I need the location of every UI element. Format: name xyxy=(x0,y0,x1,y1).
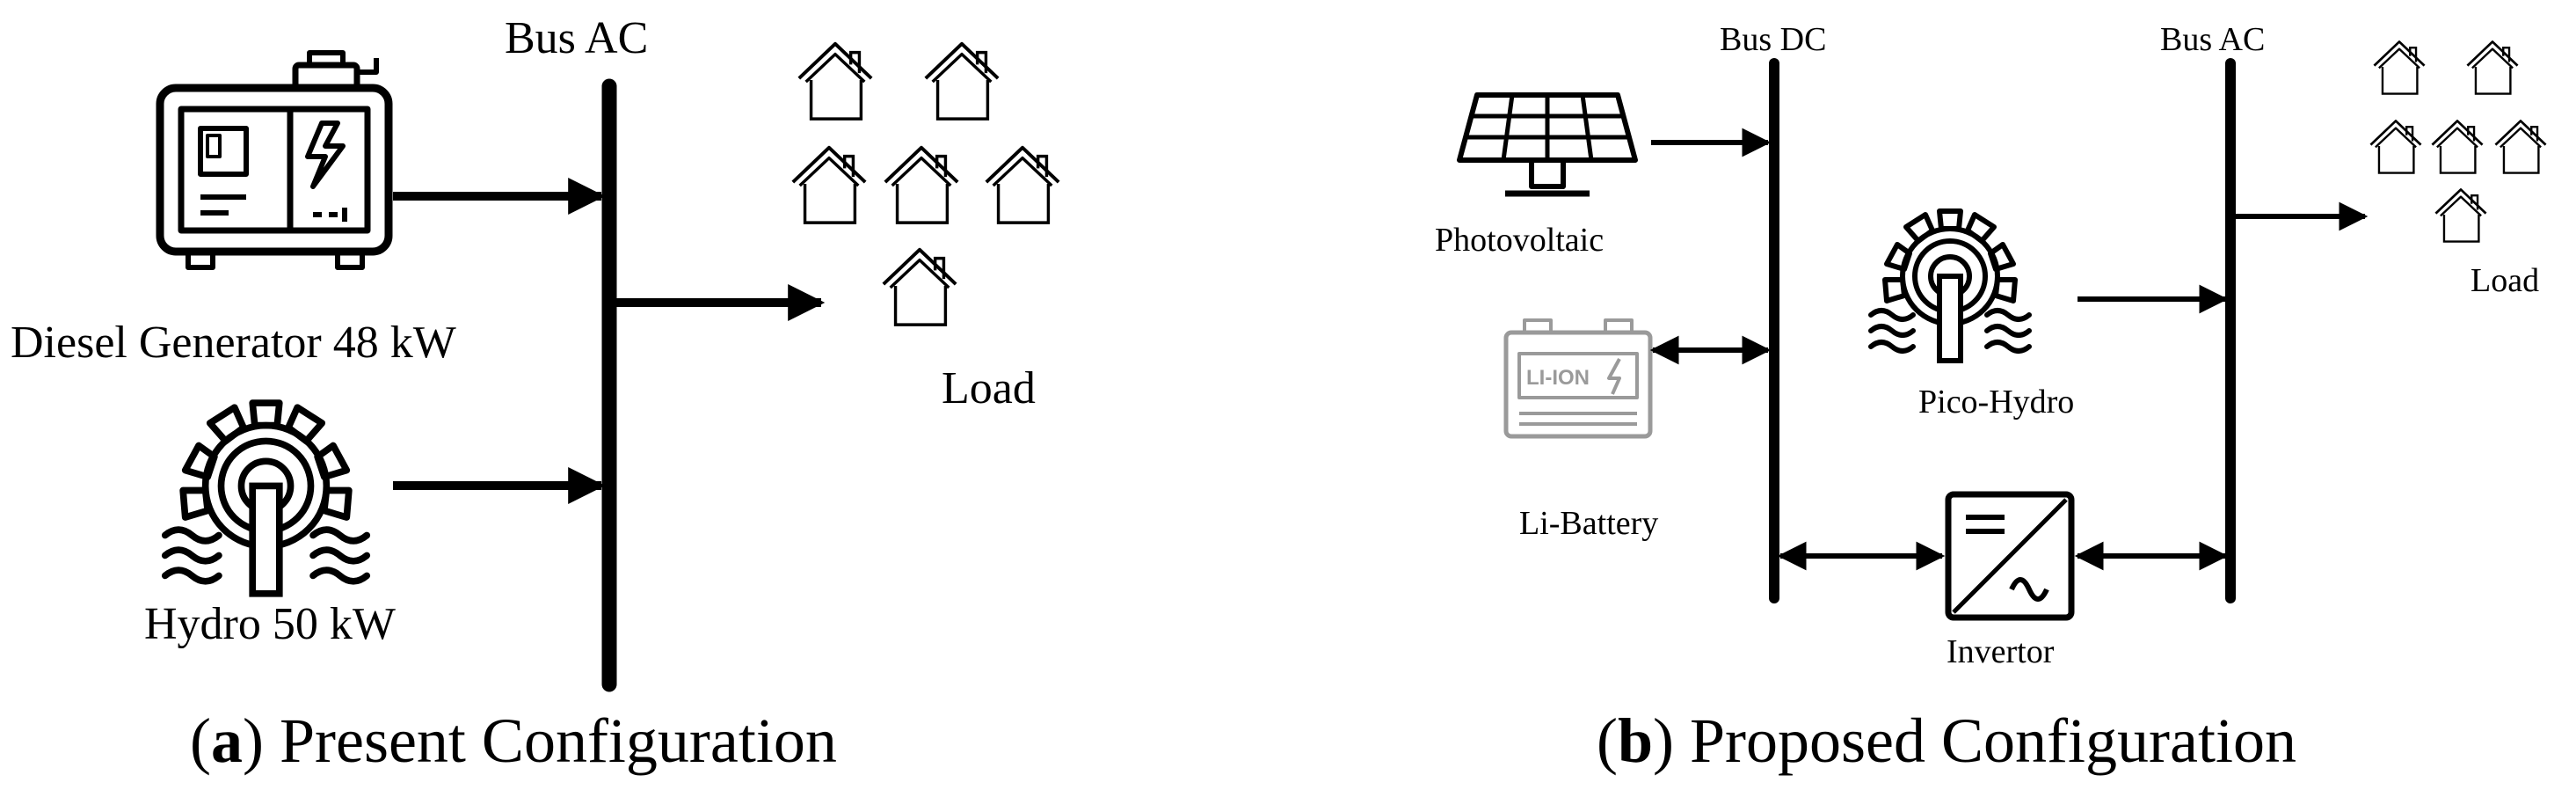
battery-icon xyxy=(1503,318,1653,439)
hydro-label: Hydro 50 kW xyxy=(144,599,396,649)
diesel-generator-label: Diesel Generator 48 kW xyxy=(11,318,456,368)
caption-a-letter: a xyxy=(210,706,243,776)
house-icon xyxy=(797,41,874,121)
house-icon xyxy=(2431,120,2484,175)
load-houses-b xyxy=(2369,40,2547,244)
caption-b: (b) Proposed Configuration xyxy=(1597,706,2296,776)
house-icon xyxy=(2466,40,2519,95)
house-icon xyxy=(2494,120,2547,175)
water-wheel-icon xyxy=(1871,211,2029,361)
caption-b-text: Proposed Configuration xyxy=(1690,706,2296,776)
load-houses-a xyxy=(790,41,1061,327)
house-icon xyxy=(923,41,1001,121)
panel-b: LI-ION xyxy=(1457,40,2547,621)
panel-a xyxy=(156,41,1061,692)
pico-hydro-label: Pico-Hydro xyxy=(1918,384,2075,420)
house-icon xyxy=(881,247,958,327)
load-label-b: Load xyxy=(2470,262,2540,299)
caption-b-letter: b xyxy=(1617,706,1654,776)
caption-a-text: Present Configuration xyxy=(279,706,837,776)
solar-panel-icon xyxy=(1457,92,1638,197)
bus-ac-label-b: Bus AC xyxy=(2160,21,2266,58)
bus-ac-label-a: Bus AC xyxy=(505,13,649,63)
bus-dc-label: Bus DC xyxy=(1720,21,1827,58)
caption-a: (a) Present Configuration xyxy=(190,706,837,776)
house-icon xyxy=(2434,188,2487,244)
inverter-icon xyxy=(1945,491,2075,621)
house-icon xyxy=(2369,120,2422,175)
load-label-a: Load xyxy=(942,363,1036,413)
house-icon xyxy=(790,145,868,225)
house-icon xyxy=(2373,40,2426,95)
photovoltaic-label: Photovoltaic xyxy=(1435,222,1605,259)
invertor-label: Invertor xyxy=(1947,633,2055,670)
battery-chem-text: LI-ION xyxy=(1526,366,1590,390)
house-icon xyxy=(883,145,960,225)
water-wheel-icon xyxy=(165,403,367,594)
diesel-generator-icon xyxy=(156,50,393,270)
li-battery-label: Li-Battery xyxy=(1519,505,1659,542)
house-icon xyxy=(984,145,1061,225)
